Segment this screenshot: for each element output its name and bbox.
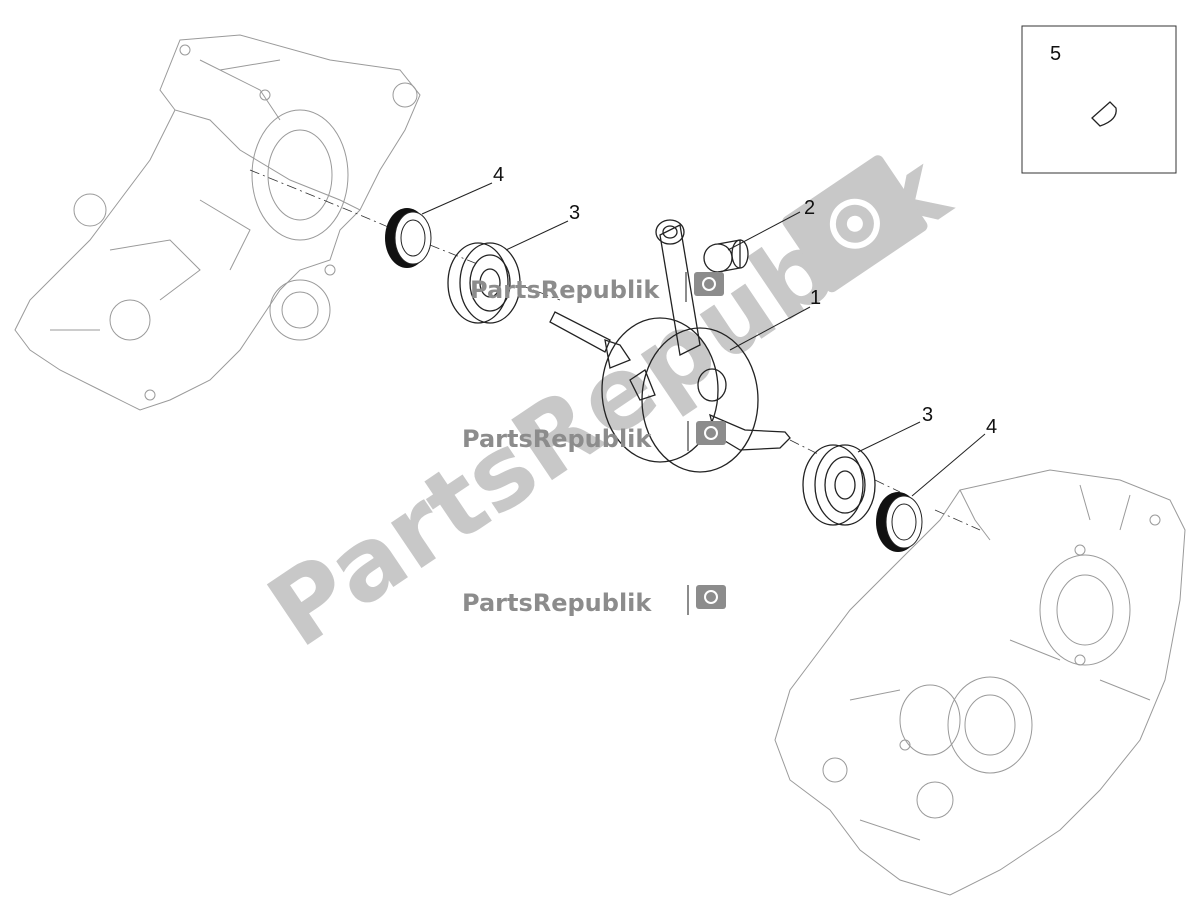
callout-3b-leader xyxy=(857,421,921,453)
watermark-small-1: PartsRepublik xyxy=(470,272,724,304)
callout-3a: 3 xyxy=(569,202,580,224)
main-bearing-left xyxy=(447,242,521,324)
callout-1: 1 xyxy=(810,287,821,309)
watermark-small-3: PartsRepublik xyxy=(462,585,726,617)
callout-4a-leader xyxy=(421,182,493,215)
gear-flag-icon xyxy=(696,585,726,609)
callout-2: 2 xyxy=(804,197,815,219)
watermark-small-3-text: PartsRepublik xyxy=(462,589,652,617)
watermark-large-flag-icon xyxy=(782,155,928,293)
callout-3a-leader xyxy=(505,220,569,251)
watermark-small-2-text: PartsRepublik xyxy=(462,425,652,453)
callout-4b: 4 xyxy=(986,416,997,438)
callout-1-leader xyxy=(729,306,811,351)
right-crankcase-half xyxy=(774,469,1186,896)
oil-seal-right xyxy=(876,492,923,552)
inset-box xyxy=(1021,25,1177,174)
watermark-small-2: PartsRepublik xyxy=(462,421,726,453)
woodruff-key xyxy=(1091,101,1117,127)
oil-seal-left xyxy=(385,208,432,268)
gear-flag-icon xyxy=(696,421,726,445)
assembly-axis-line xyxy=(249,169,981,531)
main-bearing-right xyxy=(802,444,876,526)
callout-3b: 3 xyxy=(922,404,933,426)
callout-2-leader xyxy=(727,211,801,251)
gear-flag-icon xyxy=(694,272,724,296)
callout-4a: 4 xyxy=(493,164,504,186)
callout-5: 5 xyxy=(1050,43,1061,65)
left-crankcase-half xyxy=(14,34,421,411)
watermark-small-1-text: PartsRepublik xyxy=(470,276,660,304)
callout-4b-leader xyxy=(911,433,986,497)
